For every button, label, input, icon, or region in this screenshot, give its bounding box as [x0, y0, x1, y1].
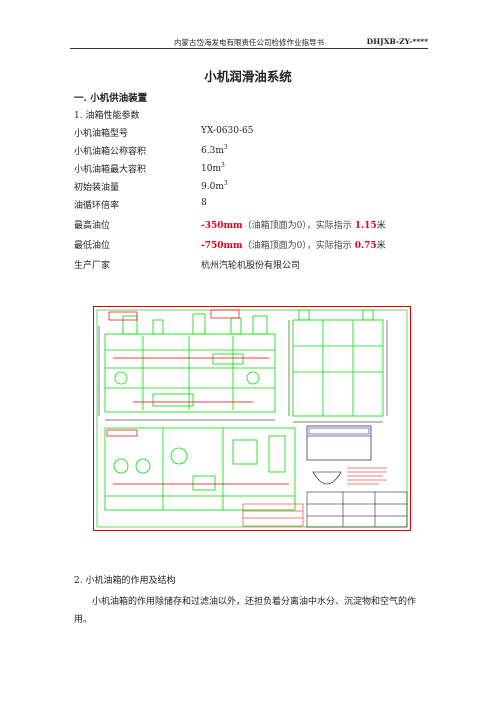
oil-level-value-wrap: -750mm（油箱顶面为0），实际指示 0.75米 — [201, 238, 386, 251]
param-label: 初始装油量 — [74, 183, 120, 193]
oil-tank-drawing — [93, 306, 411, 531]
param-value: 10m — [201, 164, 221, 174]
param-label: 小机油箱最大容积 — [74, 165, 147, 175]
param-value: 8 — [201, 198, 207, 208]
param-value-wrap: 6.3m3 — [201, 144, 228, 156]
param-value-sup: 3 — [221, 162, 225, 169]
param-label: 油循环倍率 — [74, 201, 120, 211]
oil-level-note: （油箱顶面为0），实际指示 — [242, 241, 352, 251]
subheading-tank-params: 1. 油箱性能参数 — [74, 111, 140, 121]
oil-level-value: -750mm — [201, 241, 243, 251]
oil-level-unit: 米 — [376, 221, 386, 231]
manufacturer-label: 生产厂家 — [74, 261, 111, 271]
param-value-wrap: 10m3 — [201, 162, 225, 174]
oil-level-value: -350mm — [201, 221, 243, 231]
param-value: 6.3m — [201, 146, 224, 156]
oil-level-unit: 米 — [376, 241, 386, 251]
section-heading-tank-function: 2. 小机油箱的作用及结构 — [74, 576, 176, 586]
manufacturer-value: 杭州汽轮机股份有限公司 — [201, 261, 301, 271]
oil-level-note: （油箱顶面为0），实际指示 — [242, 221, 352, 231]
tank-function-paragraph: 小机油箱的作用除储存和过滤油以外，还担负着分离油中水分、沉淀物和空气的作用。 — [74, 597, 417, 625]
header-rule — [70, 48, 428, 49]
param-label: 小机油箱型号 — [74, 129, 129, 139]
page-header: 内蒙古岱海发电有限责任公司检修作业指导书 DHJXB-ZY-**** — [70, 35, 428, 49]
oil-level-label: 最低油位 — [74, 241, 111, 251]
header-doc-code: DHJXB-ZY-**** — [366, 37, 428, 46]
header-company: 内蒙古岱海发电有限责任公司检修作业指导书 — [174, 38, 324, 47]
param-value-sup: 3 — [223, 144, 228, 151]
param-value-wrap: 9.0m3 — [201, 180, 228, 192]
param-label: 小机油箱公称容积 — [74, 147, 147, 157]
oil-level-actual: 1.15 — [354, 221, 377, 231]
param-value-sup: 3 — [223, 180, 228, 187]
oil-level-value-wrap: -350mm（油箱顶面为0），实际指示 1.15米 — [201, 218, 386, 231]
param-value: YX-0630-65 — [201, 126, 254, 136]
param-value: 9.0m — [201, 182, 224, 192]
oil-level-label: 最高油位 — [74, 221, 111, 231]
page-title: 小机润滑油系统 — [204, 69, 292, 84]
oil-level-actual: 0.75 — [354, 241, 377, 251]
section-heading-oil-supply: 一. 小机供油装置 — [74, 93, 148, 104]
